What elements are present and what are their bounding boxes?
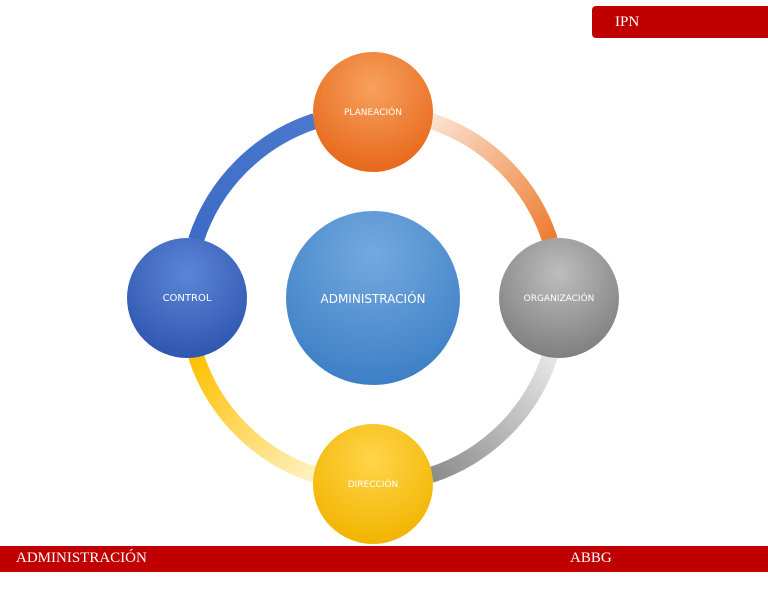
footer-bar: ADMINISTRACIÓN ABBG xyxy=(0,546,768,572)
footer-title: ADMINISTRACIÓN xyxy=(16,550,147,566)
node-control-label: CONTROL xyxy=(163,293,212,304)
arc-planeacion-organizacion xyxy=(428,113,558,243)
node-direccion-label: DIRECCIÓN xyxy=(348,478,399,490)
cycle-diagram: ADMINISTRACIÓN PLANEACIÓN ORGANIZACIÓN D… xyxy=(127,52,619,544)
center-node-label: ADMINISTRACIÓN xyxy=(321,291,426,306)
arc-organizacion-direccion xyxy=(428,353,558,483)
node-planeacion-label: PLANEACIÓN xyxy=(344,106,402,118)
node-direccion: DIRECCIÓN xyxy=(313,424,433,544)
node-organizacion-label: ORGANIZACIÓN xyxy=(524,292,595,304)
arc-direccion-control xyxy=(188,353,318,483)
center-node-administracion: ADMINISTRACIÓN xyxy=(286,211,460,385)
node-organizacion: ORGANIZACIÓN xyxy=(499,238,619,358)
ipn-badge-text: IPN xyxy=(615,14,640,30)
footer-author: ABBG xyxy=(570,550,612,566)
node-control: CONTROL xyxy=(127,238,247,358)
node-planeacion: PLANEACIÓN xyxy=(313,52,433,172)
arc-control-planeacion xyxy=(188,113,318,243)
ipn-badge: IPN xyxy=(592,6,768,38)
